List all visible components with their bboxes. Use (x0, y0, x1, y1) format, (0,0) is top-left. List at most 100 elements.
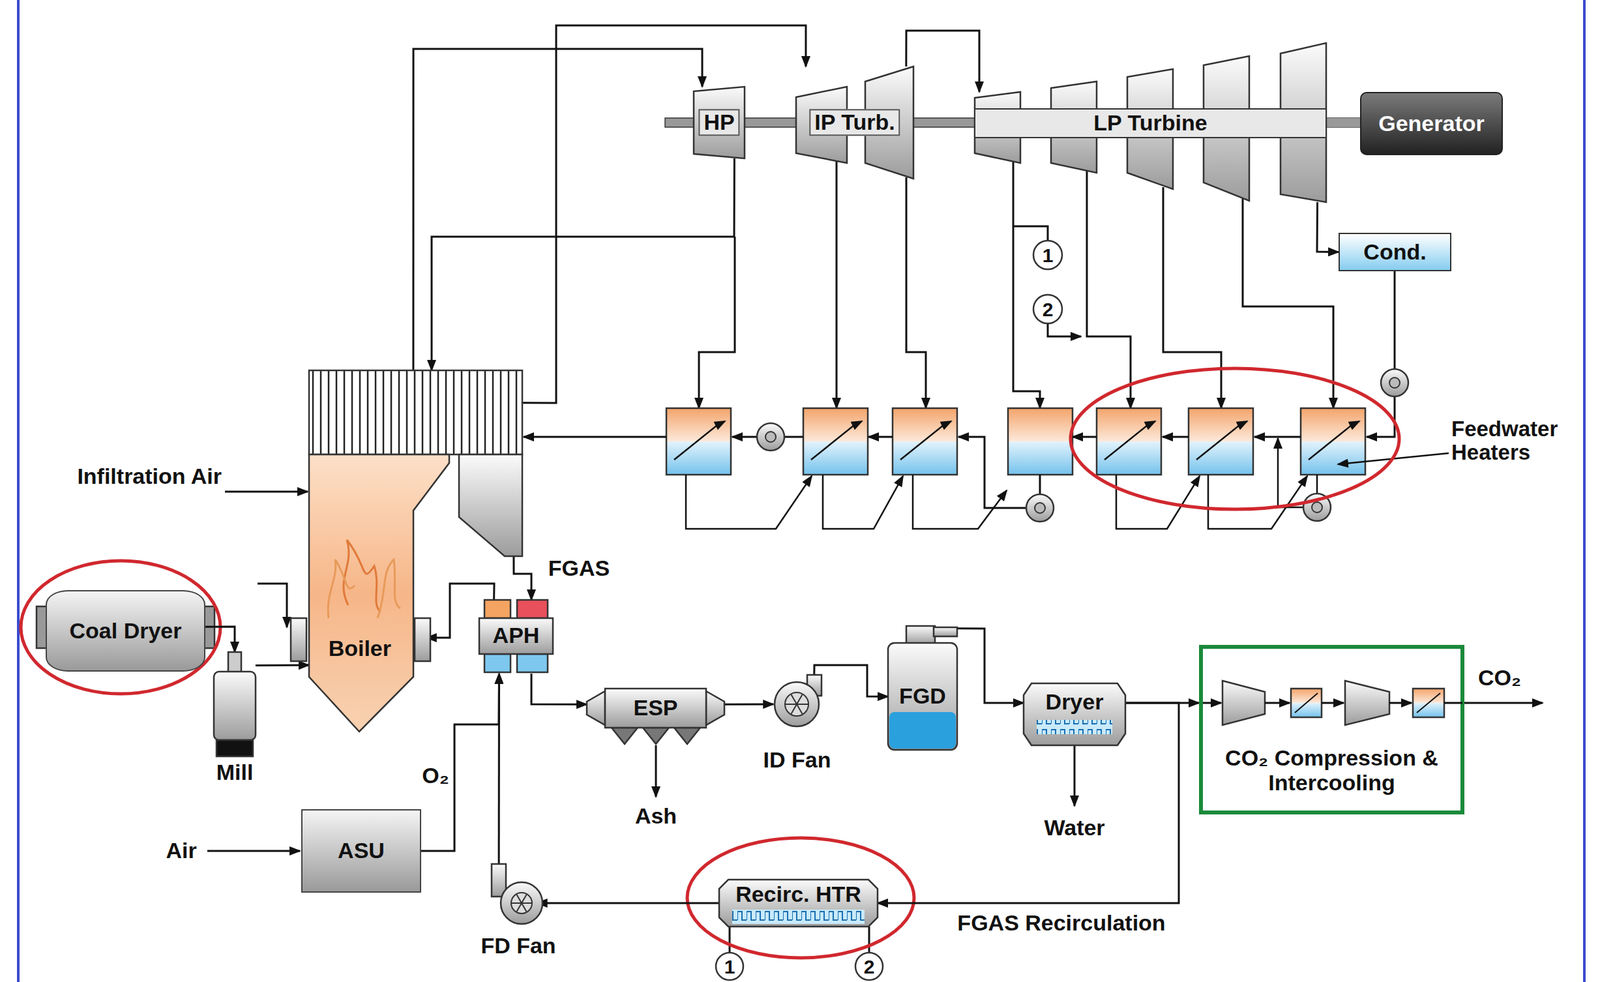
highlight-ellipse (20, 560, 221, 694)
heater-coil (732, 909, 865, 924)
equipment-node: FD Fan (475, 863, 561, 962)
fgd-vessel (888, 642, 958, 750)
esp-body (605, 688, 707, 728)
equipment-node: CO₂ Compression & Intercooling (1199, 644, 1465, 815)
co2-product-arrow (1464, 702, 1543, 705)
esp-outlet (706, 691, 725, 726)
heater-connection (868, 926, 871, 953)
feedwater-line (1072, 436, 1097, 439)
air-arrow (207, 850, 300, 853)
esp-hopper (674, 727, 701, 744)
callout-number: 1 (1042, 244, 1054, 267)
co2-line (1202, 702, 1222, 705)
mill-base (216, 740, 253, 757)
process-connector (906, 30, 980, 92)
aph-body (479, 618, 553, 654)
equipment-label: Dryer (1045, 689, 1104, 714)
equipment-label: Boiler (328, 636, 392, 661)
feedwater-line (732, 436, 757, 439)
heater-coil (1196, 421, 1248, 460)
heater-connection (728, 926, 731, 953)
callout-number: 2 (863, 955, 875, 978)
feedwater-line (868, 436, 893, 439)
fgd-stack (906, 625, 935, 645)
callout-branch (1013, 226, 1048, 241)
process-connector (431, 158, 735, 371)
fan-rotor (511, 892, 533, 914)
flow-label: Feedwater Heaters (1451, 417, 1582, 465)
fan-blade (785, 703, 797, 705)
aph-cold-side (484, 653, 511, 673)
shaft-coupling (1326, 118, 1361, 128)
fan-blade (521, 903, 527, 912)
esp-hopper (611, 727, 638, 744)
equipment-shape (309, 370, 523, 732)
callout-branch (1047, 323, 1082, 337)
frame-line (16, 0, 20, 982)
pump-impeller (1034, 502, 1046, 514)
equipment-label: Coal Dryer (69, 618, 182, 643)
flow-label: Water (1043, 815, 1105, 840)
equipment-node: Recirc. HTR (719, 879, 878, 927)
dryer-body (1023, 683, 1126, 746)
extraction-steam-line (835, 161, 838, 409)
fgd-outlet (933, 627, 958, 637)
highlight-ellipse (1070, 368, 1400, 510)
intercooler-coil (1294, 693, 1318, 713)
drain-line (685, 474, 812, 529)
intercooler-coil (1416, 693, 1441, 713)
turbine-band (974, 108, 1327, 138)
equipment-label: HP (698, 108, 740, 136)
equipment-node: LP Turbine (974, 43, 1327, 203)
process-connector (531, 673, 587, 705)
fan-blade (796, 704, 803, 714)
boiler-tube-bank (309, 370, 523, 455)
equipment-node: ESP (586, 688, 725, 746)
equipment-label: LP Turbine (1093, 110, 1207, 135)
process-connector (537, 902, 720, 905)
drain-line (1277, 438, 1304, 508)
equipment-label: Mill (216, 760, 254, 785)
mill-body (213, 671, 256, 741)
equipment-node: ID Fan (756, 674, 838, 773)
equipment-node: ASU (301, 809, 422, 893)
fan-rotor (785, 692, 809, 716)
water-arrow (1073, 745, 1076, 806)
feedwater-line (1393, 271, 1396, 370)
dryer-coil (1036, 719, 1113, 735)
burner (414, 618, 431, 662)
equipment-label: ASU (337, 838, 385, 863)
fan-blade (517, 894, 523, 904)
equipment-label: FGD (899, 684, 947, 709)
fan-blade (796, 703, 808, 705)
feedwater-line (784, 436, 804, 439)
flame (327, 559, 355, 619)
equipment-node: Mill (207, 651, 263, 786)
pump-impeller (1389, 377, 1400, 388)
esp-inlet (586, 691, 606, 726)
frame-line (1583, 0, 1586, 982)
feedwater-heater (892, 408, 958, 475)
equipment-node: Dryer (1023, 683, 1126, 746)
aph-hot-side (517, 599, 548, 619)
drain-line (822, 474, 904, 529)
process-connector (513, 556, 532, 600)
co2-line (1444, 702, 1463, 705)
fan-blade (517, 903, 523, 912)
fan-blade (791, 704, 798, 714)
drain-line (912, 474, 1007, 529)
callout-number: 1 (724, 955, 736, 978)
process-connector (1317, 202, 1339, 253)
air-duct (257, 583, 287, 628)
fan-blade (791, 694, 798, 705)
feedwater-line (1162, 436, 1189, 439)
feedwater-heater (1007, 408, 1073, 475)
ash-arrow (655, 745, 658, 797)
intercooler (1412, 688, 1445, 718)
feedwater-heater (1300, 408, 1366, 475)
heater-coil (1104, 421, 1156, 460)
flow-label: Infiltration Air (65, 464, 222, 489)
callout-circle (1033, 240, 1063, 270)
flame (343, 539, 381, 612)
